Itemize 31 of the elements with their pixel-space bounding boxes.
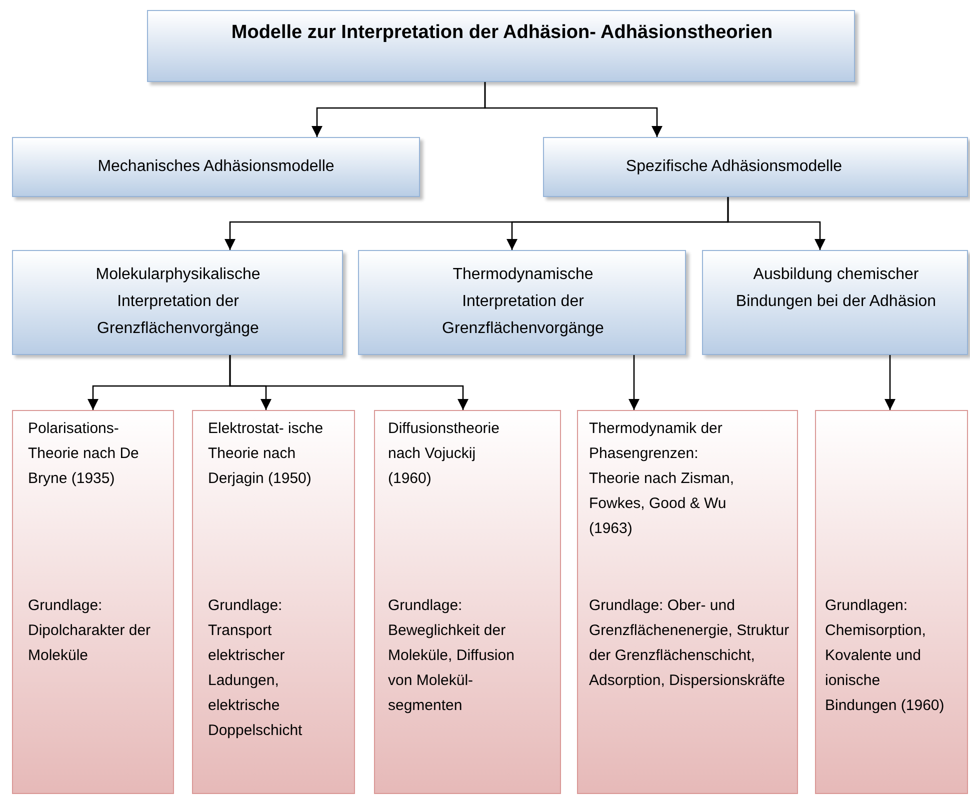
category-label: Molekularphysikalische Interpretation der Grenzflächenvorgänge	[94, 265, 262, 339]
connector-arrow	[628, 355, 640, 410]
basis-text: Grundlagen: Chemisorption, Kovalente und ionische Bindungen (1960)	[825, 596, 946, 716]
connector-arrow	[727, 197, 826, 250]
heading-label: Modelle zur Interpretation der Adhäsion- Adhäsionstheorien	[230, 21, 774, 45]
category-box	[12, 137, 420, 197]
category-box	[702, 250, 968, 355]
basis-text: Grundlage: Dipolcharakter der Moleküle	[28, 596, 152, 666]
theory-box	[192, 410, 355, 794]
theory-box	[12, 410, 174, 794]
title-box	[147, 10, 855, 82]
basis-text: Grundlage: Beweglichkeit der Moleküle, Diffusion von Molekül- segmenten	[388, 596, 516, 716]
theory-heading: Polarisations- Theorie nach De Bryne (1935)	[28, 419, 140, 489]
category-box	[543, 137, 968, 197]
theory-heading: Thermodynamik der Phasengrenzen: Theorie nach Zisman, Fowkes, Good & Wu (1963)	[589, 419, 736, 539]
basis-text: Grundlage: Ober- und Grenzflächenenergie, Struktur der Grenzflächenschicht, Adsorption, Dispersionskräfte	[589, 596, 790, 691]
theory-heading: Diffusionstheorie nach Vojuckij (1960)	[388, 419, 500, 489]
category-label: Ausbildung chemischer Bindungen bei der Adhäsion	[734, 265, 938, 312]
theory-box	[374, 410, 561, 794]
theory-box	[815, 410, 968, 794]
category-box	[358, 250, 686, 355]
category-label: Spezifische Adhäsionsmodelle	[624, 157, 844, 177]
connector-arrow	[884, 355, 896, 410]
theory-heading: Elektrostat- ische Theorie nach Derjagin (1950)	[208, 419, 324, 489]
category-box	[12, 250, 343, 355]
category-label: Mechanisches Adhäsionsmodelle	[96, 157, 336, 177]
connector-arrow	[484, 82, 662, 137]
connector-arrow	[229, 355, 468, 410]
theory-box	[577, 410, 798, 794]
category-label: Thermodynamische Interpretation der Grenzflächenvorgänge	[441, 265, 605, 339]
basis-text: Grundlage: Transport elektrischer Ladungen, elektrische Doppelschicht	[208, 596, 304, 741]
